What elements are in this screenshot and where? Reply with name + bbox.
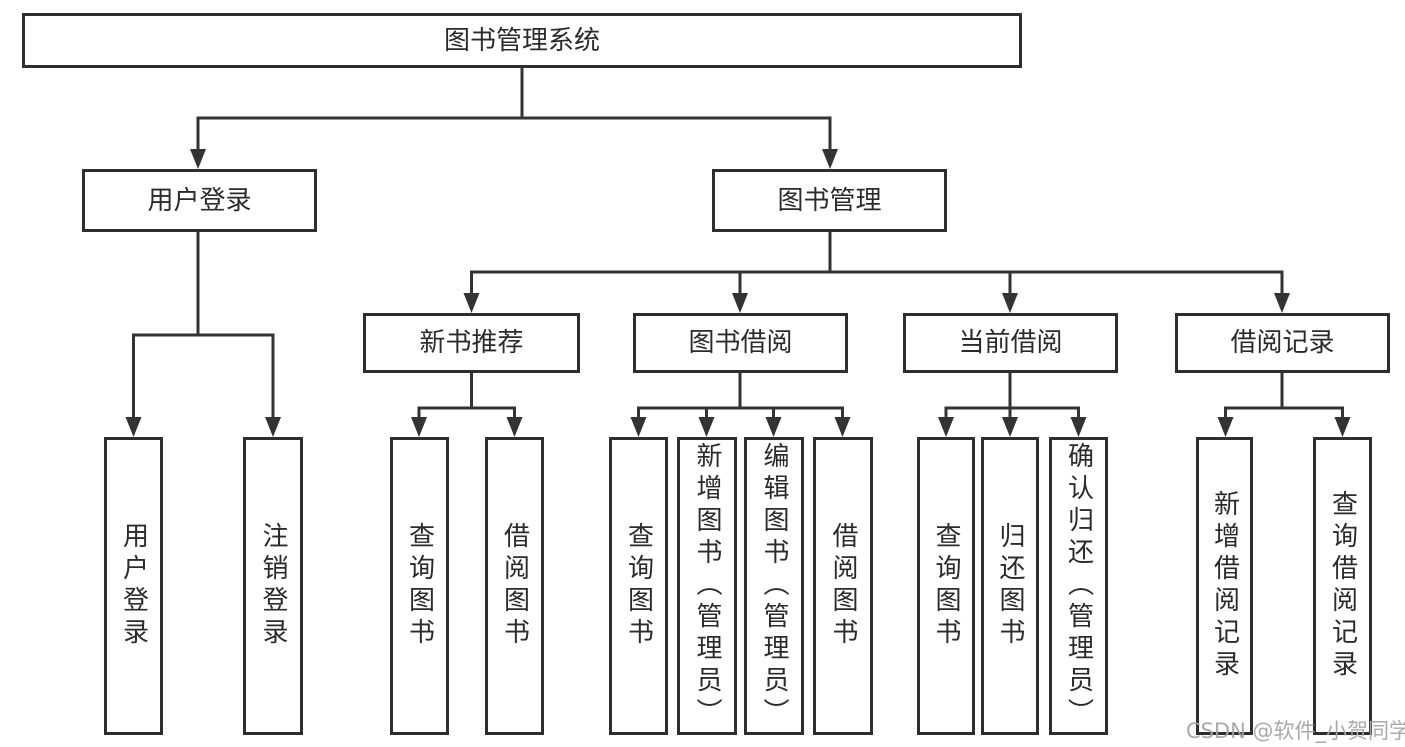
leaf-query-books-1: 查询图书 (390, 437, 449, 735)
leaf-borrow-books-1-label: 借阅图书 (499, 522, 530, 650)
node-book-borrow: 图书借阅 (633, 313, 848, 373)
leaf-confirm-return-admin: 确认归还（管理员） (1049, 437, 1108, 735)
node-user-login: 用户登录 (82, 169, 317, 232)
leaf-edit-book-admin-label: 编辑图书（管理员） (759, 442, 789, 730)
leaf-borrow-books-1: 借阅图书 (485, 437, 544, 735)
leaf-borrow-books-2-label: 借阅图书 (828, 522, 858, 650)
leaf-query-books-3-label: 查询图书 (931, 522, 961, 650)
leaf-logout-label: 注销登录 (258, 522, 288, 650)
leaf-add-borrow-record-label: 新增借阅记录 (1209, 490, 1240, 682)
node-current-borrow-label: 当前借阅 (958, 328, 1063, 358)
node-root-label: 图书管理系统 (443, 25, 600, 56)
leaf-query-books-3: 查询图书 (917, 437, 975, 735)
node-book-management: 图书管理 (712, 169, 947, 232)
csdn-watermark: CSDN @软件_小贺同学 (1186, 719, 1405, 743)
leaf-query-borrow-record: 查询借阅记录 (1313, 437, 1372, 735)
leaf-query-books-1-label: 查询图书 (404, 522, 435, 650)
node-book-management-label: 图书管理 (777, 185, 882, 216)
leaf-query-books-2-label: 查询图书 (623, 522, 654, 650)
leaf-query-books-2: 查询图书 (609, 437, 668, 735)
node-root: 图书管理系统 (22, 13, 1022, 68)
leaf-query-borrow-record-label: 查询借阅记录 (1327, 490, 1358, 682)
leaf-add-book-admin-label: 新增图书（管理员） (692, 442, 722, 730)
leaf-add-borrow-record: 新增借阅记录 (1196, 437, 1253, 735)
node-current-borrow: 当前借阅 (903, 313, 1118, 373)
leaf-borrow-books-2: 借阅图书 (813, 437, 873, 735)
leaf-logout: 注销登录 (243, 437, 303, 735)
leaf-confirm-return-admin-label: 确认归还（管理员） (1063, 442, 1094, 730)
node-new-book-recommend: 新书推荐 (363, 313, 580, 373)
leaf-return-books-label: 归还图书 (995, 522, 1025, 650)
leaf-return-books: 归还图书 (981, 437, 1039, 735)
leaf-user-login-label: 用户登录 (118, 522, 149, 650)
node-user-login-label: 用户登录 (147, 185, 252, 216)
node-borrow-records: 借阅记录 (1175, 313, 1390, 373)
leaf-add-book-admin: 新增图书（管理员） (677, 437, 737, 735)
node-book-borrow-label: 图书借阅 (688, 328, 793, 358)
node-borrow-records-label: 借阅记录 (1230, 328, 1335, 358)
leaf-edit-book-admin: 编辑图书（管理员） (744, 437, 804, 735)
leaf-user-login: 用户登录 (104, 437, 163, 735)
node-new-book-recommend-label: 新书推荐 (419, 328, 524, 358)
